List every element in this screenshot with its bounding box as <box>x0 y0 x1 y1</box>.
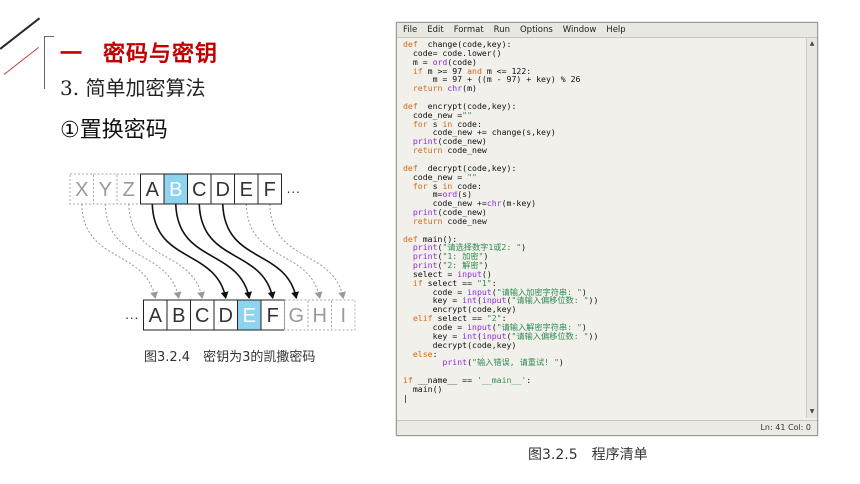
shift-arrow-2 <box>128 203 205 299</box>
code-line: print("输入错误, 请重试! ") <box>442 357 564 368</box>
code-line: def main(): <box>403 233 458 244</box>
code-line: code_new = "" <box>403 171 477 182</box>
cursor-position: Ln: 41 Col: 0 <box>760 423 811 432</box>
code-line: code= code.lower() <box>403 47 502 58</box>
plain-letter-8: F <box>264 179 276 201</box>
code-line <box>403 226 797 235</box>
shift-arrow-4 <box>174 203 252 299</box>
plain-box-1 <box>93 173 118 205</box>
code-line: for s in code: <box>412 180 482 191</box>
cipher-letter-3: C <box>195 305 209 327</box>
code-line: main() <box>403 383 443 394</box>
code-line: if m >= 97 and m <= 122: <box>412 65 532 76</box>
code-line: print("1: 加密") <box>412 251 489 262</box>
section-number: 一 <box>60 41 84 67</box>
shift-arrow-0 <box>81 203 158 299</box>
shift-arrow-8 <box>269 203 346 299</box>
code-line: code = input("请输入解密字符串: ") <box>403 322 587 332</box>
scroll-up-icon[interactable]: ▲ <box>809 40 815 47</box>
code-line: elif select == "2": <box>412 313 507 324</box>
shift-arrow-3 <box>151 203 229 299</box>
shift-arrow-5 <box>198 203 276 299</box>
status-bar: Ln: 41 Col: 0 <box>397 420 817 435</box>
code-line: return chr(m) <box>412 83 477 94</box>
topic-title: ①置换密码 <box>60 118 168 143</box>
cipher-letter-8: H <box>313 305 327 327</box>
code-line: return code_new <box>412 145 487 156</box>
figure-caption-program: 图3.2.5 程序清单 <box>528 447 648 463</box>
code-line: key = int(input("请输入偏移位数: ")) <box>403 295 599 306</box>
cipher-letter-4: D <box>219 305 233 327</box>
heading-bracket <box>44 36 54 89</box>
cipher-box-9 <box>331 299 356 331</box>
code-line: code_new += change(s,key) <box>403 127 556 138</box>
plain-box-0 <box>69 173 94 205</box>
section-heading: 一密码与密钥 <box>60 36 218 68</box>
plain-letter-7: E <box>240 179 253 201</box>
section-title: 密码与密钥 <box>103 41 219 67</box>
plain-letter-4: B <box>169 179 182 201</box>
figure-caption-cipher: 图3.2.4 密钥为3的凯撒密码 <box>144 350 316 365</box>
code-line: else: <box>412 348 438 359</box>
code-line: def encrypt(code,key): <box>403 100 517 111</box>
code-line: code_new ="" <box>403 109 473 120</box>
cipher-letter-0: ··· <box>125 309 139 325</box>
plain-letter-2: Z <box>123 179 135 201</box>
code-area[interactable]: def change(code,key): code= code.lower()… <box>403 40 797 410</box>
vertical-scrollbar[interactable]: ▲ ▼ <box>806 38 817 418</box>
menu-format[interactable]: Format <box>453 25 484 35</box>
shift-arrow-1 <box>104 203 182 299</box>
plain-box-2 <box>116 173 141 205</box>
code-line: print("2: 解密") <box>412 260 489 271</box>
code-line: m = 97 + ((m - 97) + key) % 26 <box>403 74 581 85</box>
code-line: return code_new <box>412 215 487 226</box>
cipher-letter-2: B <box>172 305 185 327</box>
code-line: key = int(input("请输入偏移位数: ")) <box>403 330 599 341</box>
code-line: select = input() <box>403 268 492 279</box>
cipher-box-8 <box>307 299 332 331</box>
code-line: if select == "1": <box>412 277 497 288</box>
cipher-letter-1: A <box>149 305 163 327</box>
code-line: for s in code: <box>412 118 482 129</box>
shift-arrow-7 <box>245 203 323 299</box>
plain-letter-1: Y <box>99 179 112 201</box>
plain-letter-0: X <box>75 179 88 201</box>
menu-run[interactable]: Run <box>493 25 510 35</box>
menu-help[interactable]: Help <box>606 25 626 35</box>
code-line: if __name__ == '__main__': <box>403 375 532 386</box>
plain-letter-6: D <box>216 179 230 201</box>
code-line: code_new +=chr(m-key) <box>403 198 537 209</box>
code-line: print("请选择数字1或2: ") <box>412 242 527 253</box>
code-line: m = ord(code) <box>403 56 477 67</box>
cipher-letter-6: F <box>267 305 279 327</box>
code-line: print(code_new) <box>412 136 487 147</box>
menu-window[interactable]: Window <box>562 25 597 35</box>
menu-bar: File Edit Format Run Options Window Help <box>397 23 817 38</box>
code-line: code = input("请输入加密字符串: ") <box>403 286 587 297</box>
scroll-down-icon[interactable]: ▼ <box>809 408 815 415</box>
code-line: decrypt(code,key) <box>403 339 517 350</box>
cipher-letter-9: I <box>340 305 346 327</box>
code-line: | <box>403 392 408 403</box>
plain-letter-5: C <box>192 179 206 201</box>
code-line: def change(code,key): <box>403 40 512 49</box>
cipher-box-7 <box>284 299 309 331</box>
cipher-letter-5: E <box>243 305 256 327</box>
menu-file[interactable]: File <box>403 25 418 35</box>
code-line: encrypt(code,key) <box>403 304 517 315</box>
idle-editor-window: File Edit Format Run Options Window Help def c… <box>396 22 818 436</box>
code-line: print(code_new) <box>412 207 487 218</box>
plain-box-8 <box>257 173 282 205</box>
shift-arrow-6 <box>221 203 299 299</box>
menu-options[interactable]: Options <box>519 25 553 35</box>
plain-letter-9: ··· <box>286 183 300 199</box>
code-line: m=ord(s) <box>403 189 473 200</box>
cipher-letter-7: G <box>288 305 304 327</box>
plain-letter-3: A <box>146 179 160 201</box>
menu-edit[interactable]: Edit <box>427 25 444 35</box>
code-line: def decrypt(code,key): <box>403 162 517 173</box>
subtitle: 3. 简单加密算法 <box>60 76 206 100</box>
